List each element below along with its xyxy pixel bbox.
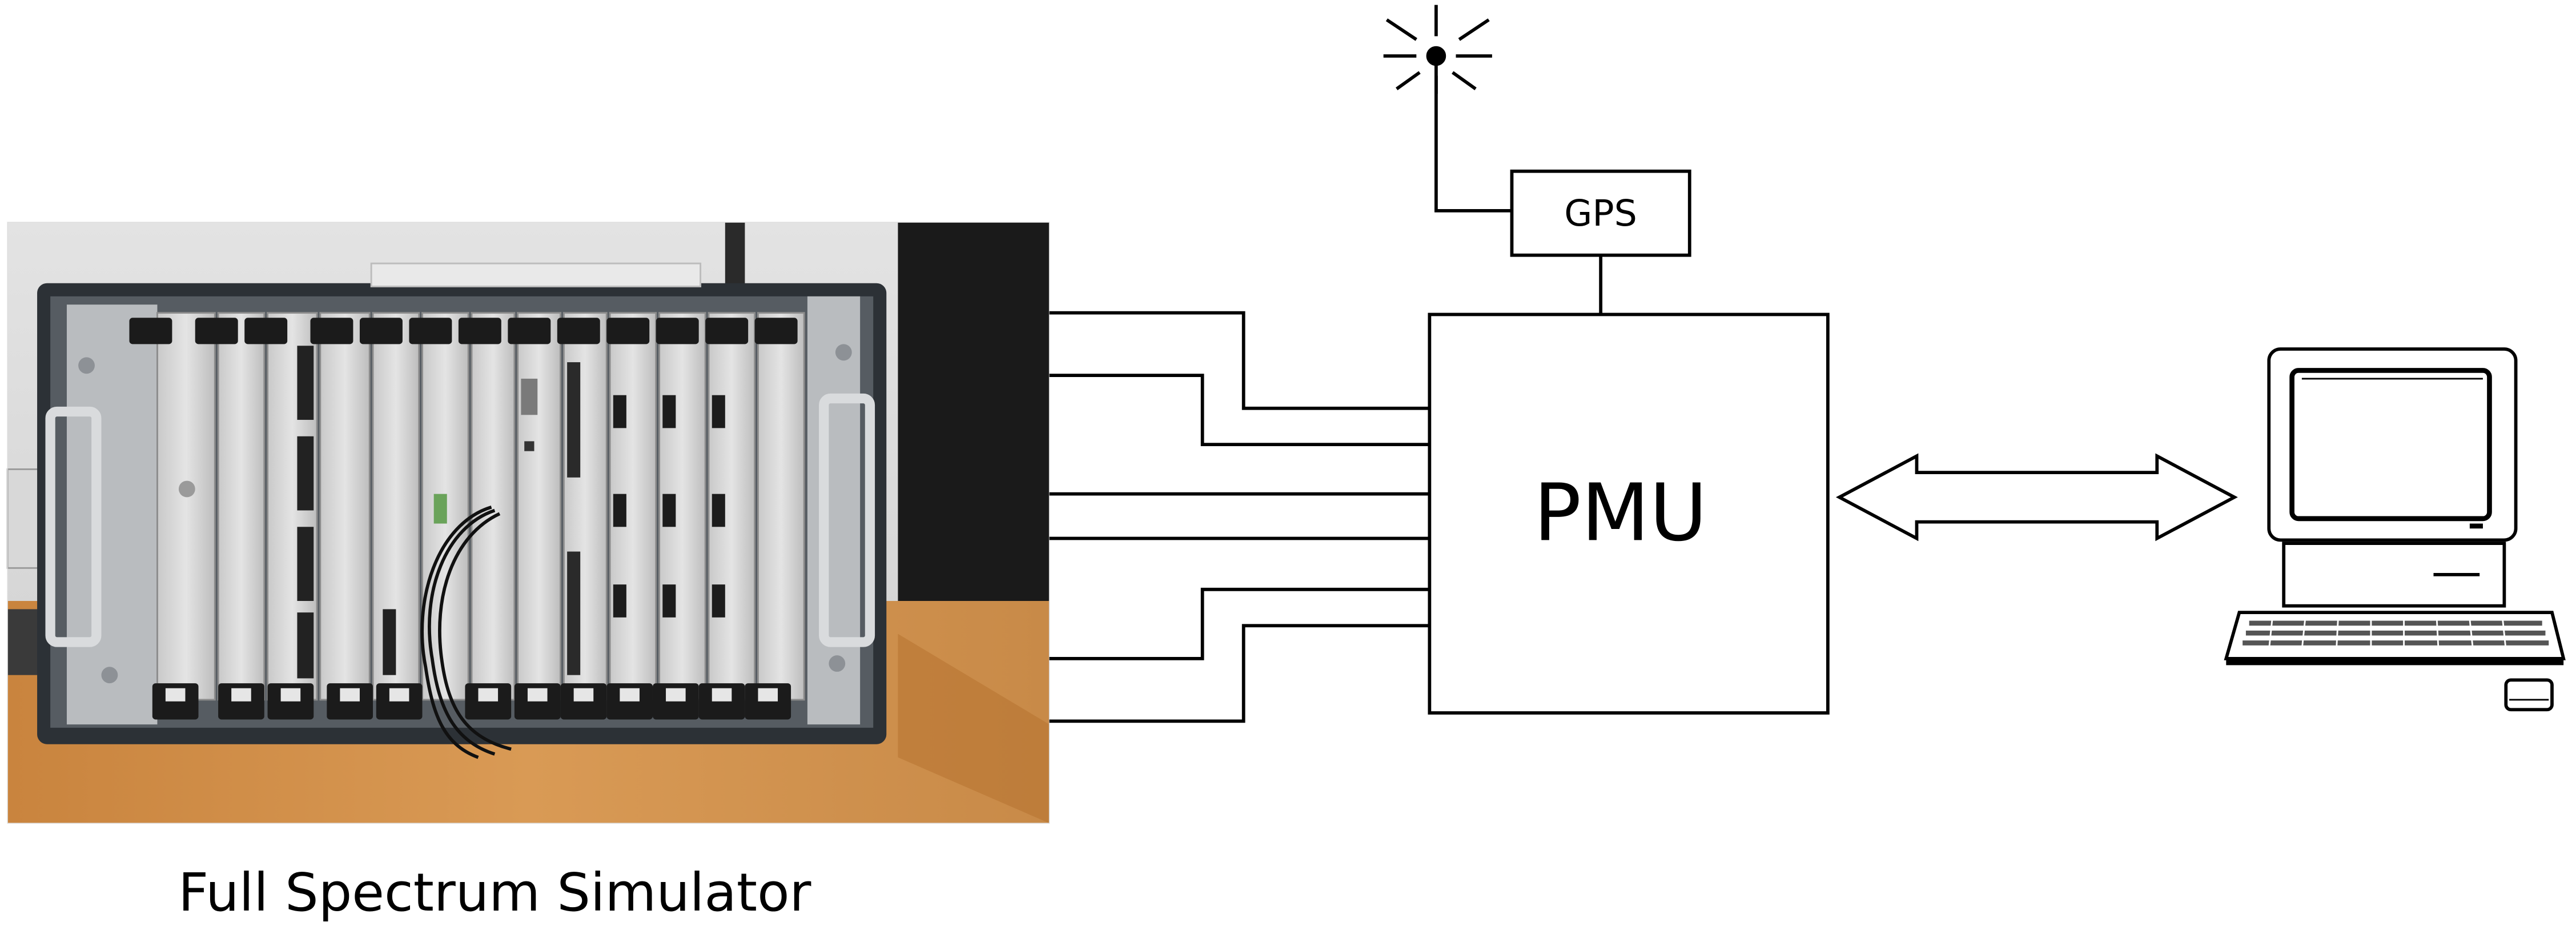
pmu-label: PMU bbox=[1534, 467, 1707, 559]
simulator-bottom-handles bbox=[152, 683, 791, 720]
bidirectional-arrow bbox=[1835, 453, 2238, 542]
simulator-photo bbox=[6, 222, 1050, 824]
simulator-cables bbox=[420, 505, 512, 759]
simulator-top-handles bbox=[129, 318, 798, 344]
signal-line-1 bbox=[1049, 311, 1430, 410]
photo-caption: Full Spectrum Simulator bbox=[178, 861, 811, 923]
signal-line-2 bbox=[1049, 374, 1430, 447]
pmu-box: PMU bbox=[1428, 312, 1830, 715]
signal-lines bbox=[1049, 311, 1430, 723]
signal-line-6 bbox=[1049, 624, 1430, 723]
computer-icon bbox=[2224, 347, 2566, 712]
gps-antenna-icon bbox=[1383, 5, 1512, 213]
gps-box: GPS bbox=[1510, 169, 1691, 257]
signal-line-5 bbox=[1049, 587, 1430, 660]
gps-label: GPS bbox=[1564, 192, 1637, 234]
